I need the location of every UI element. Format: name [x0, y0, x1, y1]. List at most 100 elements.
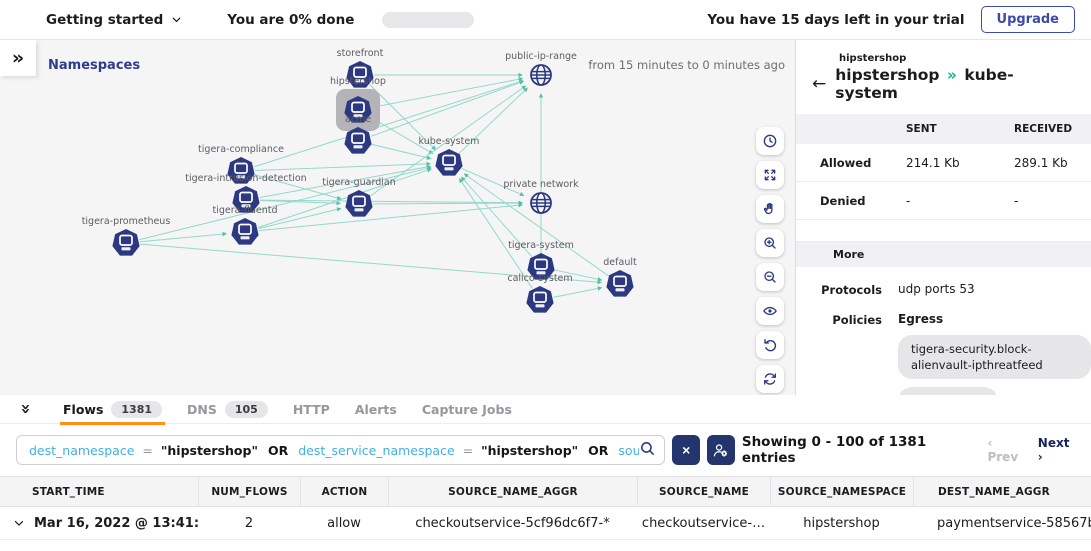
- flow-cell: Mar 16, 2022 @ 13:41:35.000: [0, 516, 198, 531]
- policy-pill[interactable]: tigera-security.block-alienvault-ipthrea…: [898, 335, 1091, 380]
- prev-page-button[interactable]: ‹ Prev: [987, 436, 1019, 464]
- graph-node-acme[interactable]: acme: [344, 114, 372, 154]
- graph-edge-tigera-system-kube-system: [460, 176, 533, 257]
- protocols-row: Protocols udp ports 53: [796, 282, 1091, 297]
- protocols-value: udp ports 53: [898, 282, 975, 296]
- query-token: "hipstershop": [160, 442, 258, 458]
- column-header-dest_name_aggr[interactable]: DEST_NAME_AGGR: [913, 477, 1091, 506]
- graph-edge-acme-kube-system: [371, 143, 432, 160]
- graph-node-tigera-fluentd[interactable]: tigera-fluentd: [212, 205, 278, 245]
- stats-received-value: 289.1 Kb: [1014, 155, 1068, 170]
- user-query-settings-button[interactable]: [707, 435, 735, 465]
- graph-edge-default-kube-system: [463, 173, 609, 277]
- graph-node-public-ip-range[interactable]: public-ip-range: [505, 51, 577, 86]
- flow-cell: 2: [244, 515, 254, 531]
- graph-edge-tigera-fluentd-private-network: [258, 202, 524, 232]
- graph-edge-hipstershop-kube-system: [369, 116, 434, 154]
- stats-gap: [796, 220, 1091, 241]
- graph-edge-tigera-compliance-kube-system: [254, 161, 431, 171]
- graph-node-tigera-system[interactable]: tigera-system: [508, 240, 574, 280]
- flow-cell: checkoutservice-5cf96dc6f7-*: [415, 515, 610, 531]
- expand-button[interactable]: [756, 161, 784, 189]
- getting-started-menu[interactable]: Getting started: [46, 12, 183, 28]
- chevron-down-icon: [172, 17, 181, 22]
- double-chevron-down-icon: »: [14, 403, 35, 415]
- graph-node-tigera-guardian[interactable]: tigera-guardian: [322, 177, 396, 217]
- stats-row-label: Denied: [820, 193, 866, 208]
- clock-button[interactable]: [756, 127, 784, 155]
- graph-edge-tigera-intrusion-detection-kube-system: [259, 164, 432, 198]
- graph-node-storefront[interactable]: storefront: [337, 48, 384, 88]
- service-graph-panel: » Namespaces from 15 minutes to 0 minute…: [0, 40, 795, 395]
- policies-direction-label: Egress: [898, 312, 944, 326]
- more-section-header[interactable]: More: [796, 241, 1091, 267]
- column-header-source_name_aggr[interactable]: SOURCE_NAME_AGGR: [388, 477, 637, 506]
- clear-query-button[interactable]: ×: [672, 435, 701, 465]
- details-title: hipstershop » kube-system: [835, 66, 1075, 102]
- next-page-button[interactable]: Next ›: [1037, 436, 1070, 464]
- tab-http[interactable]: HTTP: [293, 395, 330, 424]
- column-header-source_namespace[interactable]: SOURCE_NAMESPACE: [770, 477, 913, 506]
- flow-table-row[interactable]: Mar 16, 2022 @ 13:41:35.0002allowcheckou…: [0, 507, 1091, 540]
- clock-icon: [763, 134, 777, 148]
- refresh-button[interactable]: [756, 365, 784, 393]
- tab-capture-jobs[interactable]: Capture Jobs: [422, 395, 512, 424]
- graph-node-hipstershop[interactable]: hipstershop: [330, 76, 386, 131]
- query-token: "hipstershop": [481, 442, 579, 458]
- graph-node-tigera-prometheus[interactable]: tigera-prometheus: [82, 216, 171, 256]
- column-header-start_time[interactable]: START_TIME: [32, 485, 105, 498]
- stats-col-header: SENT: [906, 123, 937, 135]
- undo-icon: [764, 339, 777, 352]
- tab-label: HTTP: [292, 401, 330, 417]
- pan-icon: [763, 202, 773, 215]
- stats-sent-value: -: [906, 193, 911, 208]
- undo-button[interactable]: [756, 331, 784, 359]
- graph-node-default[interactable]: default: [603, 257, 637, 297]
- tab-label: Flows: [63, 401, 104, 417]
- back-arrow-icon[interactable]: ←: [812, 73, 827, 94]
- service-graph-canvas[interactable]: storefront public-ip-range hipstershopacme…: [0, 40, 795, 395]
- pan-button[interactable]: [756, 195, 784, 223]
- query-token: dest_service_namespace: [298, 442, 455, 458]
- progress-label: You are 0% done: [227, 11, 355, 28]
- flows-table-body: Mar 16, 2022 @ 13:41:35.0002allowcheckou…: [0, 507, 1091, 540]
- time-range-label: from 15 minutes to 0 minutes ago: [588, 58, 785, 72]
- collapse-panel-button[interactable]: »: [12, 399, 38, 419]
- column-header-source_name[interactable]: SOURCE_NAME: [637, 477, 770, 506]
- details-source: hipstershop: [835, 66, 940, 84]
- eye-button[interactable]: [756, 297, 784, 325]
- graph-node-tigera-compliance[interactable]: tigera-compliance: [198, 144, 284, 184]
- graph-node-label: tigera-system: [508, 240, 574, 251]
- column-header-num_flows[interactable]: NUM_FLOWS: [198, 477, 300, 506]
- zoom-in-button[interactable]: [756, 229, 784, 257]
- expand-left-panel-button[interactable]: »: [0, 40, 36, 76]
- row-expand-chevron-icon[interactable]: [12, 516, 26, 530]
- graph-edge-tigera-system-default: [554, 269, 603, 282]
- graph-node-label: calico-system: [507, 273, 572, 284]
- tab-count-badge: 105: [224, 400, 268, 418]
- graph-node-kube-system[interactable]: kube-system: [419, 136, 480, 176]
- tab-alerts[interactable]: Alerts: [355, 395, 397, 424]
- graph-edge-tigera-fluentd-tigera-guardian: [258, 207, 342, 230]
- graph-node-calico-system[interactable]: calico-system: [507, 273, 573, 313]
- upgrade-button[interactable]: Upgrade: [980, 6, 1075, 33]
- graph-node-tigera-intrusion-detection[interactable]: tigera-intrusion-detection: [185, 173, 307, 213]
- query-token: =: [142, 442, 153, 458]
- stats-row-label: Allowed: [820, 155, 872, 170]
- search-icon[interactable]: [639, 440, 656, 461]
- top-bar: Getting started You are 0% done You have…: [0, 0, 1091, 40]
- column-header-action[interactable]: ACTION: [300, 477, 388, 506]
- tab-label: Alerts: [354, 401, 397, 417]
- policies-label: Policies: [832, 313, 882, 327]
- graph-node-private-network[interactable]: private network: [503, 179, 579, 214]
- tab-label: Capture Jobs: [421, 401, 512, 417]
- stats-row-denied: Denied--: [796, 182, 1091, 220]
- zoom-out-button[interactable]: [756, 263, 784, 291]
- policy-pill[interactable]: security.pass: [898, 387, 999, 395]
- progress-bar: [382, 11, 475, 28]
- flow-query-input[interactable]: dest_namespace = "hipstershop" OR dest_s…: [16, 435, 666, 465]
- stats-col-header: RECEIVED: [1014, 123, 1073, 135]
- flow-cell: checkoutservice-…: [641, 515, 766, 531]
